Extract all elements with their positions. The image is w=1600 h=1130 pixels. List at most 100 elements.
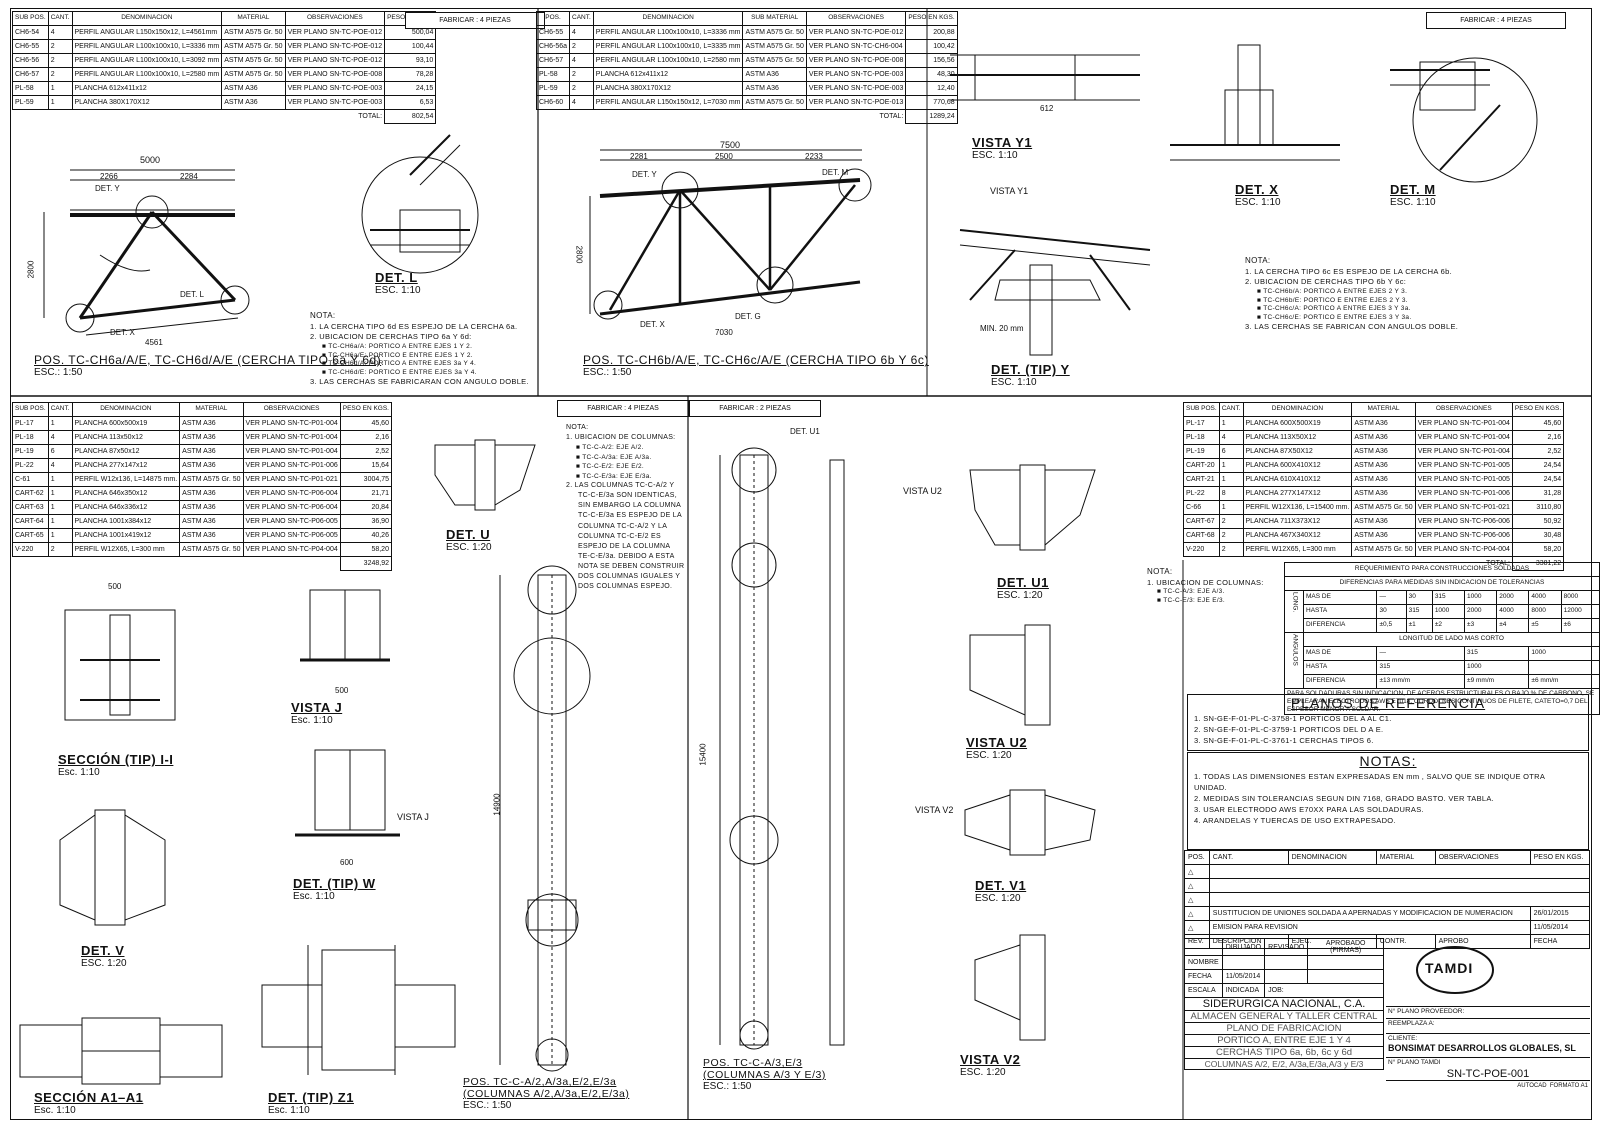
truss-1-det-x-label: DET. X xyxy=(110,328,135,337)
truss-1-title-text: POS. TC-CH6a/A/E, TC-CH6d/A/E (CERCHA TI… xyxy=(34,353,382,367)
plant-name: ALMACEN GENERAL Y TALLER CENTRAL xyxy=(1184,1011,1384,1023)
truss-2-dim-total: 7500 xyxy=(720,140,741,150)
fecha-value: 11/05/2014 xyxy=(1221,969,1266,984)
vista-y1-title: VISTA Y1 ESC. 1:10 xyxy=(972,135,1032,161)
vista-y1-title-text: VISTA Y1 xyxy=(972,135,1033,150)
column-1-subtitle: (COLUMNAS A/2,A/3a,E/2,E/3a) xyxy=(463,1088,630,1100)
det-w-vista-label: VISTA J xyxy=(397,812,429,822)
det-tip-y-drawing xyxy=(959,229,1151,356)
det-z1-title: DET. (TIP) Z1 Esc. 1:10 xyxy=(268,1090,354,1116)
weld-cell: ±4 xyxy=(1496,618,1530,633)
truss-2-dim-a: 2281 xyxy=(630,152,648,161)
seccion-i-title: SECCIÓN (TIP) I-I Esc. 1:10 xyxy=(58,752,173,778)
det-w-title: DET. (TIP) W Esc. 1:10 xyxy=(293,876,376,902)
det-u1-title-text: DET. U1 xyxy=(997,575,1049,590)
notes-2-sub: ■ TC-CH6c/A: PORTICO A ENTRE EJES 3 Y 3a… xyxy=(1257,305,1411,313)
seccion-a1-title-text: SECCIÓN A1–A1 xyxy=(34,1090,144,1105)
notes-3-line: 1. UBICACION DE COLUMNAS: xyxy=(566,434,676,442)
det-z1-drawing xyxy=(261,945,456,1075)
cliente-name: BONSIMAT DESARROLLOS GLOBALES, SL xyxy=(1388,1043,1576,1053)
notes-1-sub: ■ TC-CH6d/A: PORTICO A ENTRE EJES 3a Y 4… xyxy=(322,360,477,368)
rev-0-date: 11/05/2014 xyxy=(1529,920,1591,935)
weld-text: PARA SOLDADURAS SIN INDICACION, DE ACERO… xyxy=(1284,687,1600,716)
plano-tamdi-label: N° PLANO TAMDI xyxy=(1386,1057,1590,1069)
truss-2-det-g-label: DET. G xyxy=(735,312,761,321)
tamdi-logo-text: TAMDI xyxy=(1425,960,1474,976)
notes-3-line: ■ TC-C-A/2: EJE A/2. xyxy=(576,444,644,452)
bom-cell: 1 xyxy=(47,95,73,110)
sign-aprobado: APROBADO (FIRMAS) xyxy=(1307,938,1384,956)
det-u1-scale: ESC. 1:20 xyxy=(997,590,1043,601)
det-z1-title-text: DET. (TIP) Z1 xyxy=(268,1090,354,1105)
weld-cell: 2000 xyxy=(1496,590,1530,605)
weld-ang-cell: ±13 mm/m xyxy=(1376,674,1466,689)
seccion-i-drawing xyxy=(64,609,176,721)
column-1-dim: 14900 xyxy=(492,793,502,816)
det-v1-title: DET. V1 ESC. 1:20 xyxy=(975,878,1026,904)
weld-cell: 30 xyxy=(1376,604,1407,619)
notes-3-line: COLUMNA TC-C-E/2 ES xyxy=(578,532,661,540)
weld-long-label: LONG. xyxy=(1283,590,1305,633)
rev-header-cell: APROBO xyxy=(1434,934,1531,949)
bom-cell: V-220 xyxy=(1183,542,1220,557)
truss-1-drawing xyxy=(43,169,250,336)
weld-ang-cell: 1000 xyxy=(1464,660,1530,675)
formato-label: FORMATO A1 xyxy=(1549,1082,1588,1089)
truss-2-dim-c: 2233 xyxy=(805,152,823,161)
notes-4-item: 1. UBICACION DE COLUMNAS: xyxy=(1147,577,1264,587)
general-notes: NOTAS: 1. TODAS LAS DIMENSIONES ESTAN EX… xyxy=(1187,752,1589,850)
notas-item: 2. MEDIDAS SIN TOLERANCIAS SEGUN DIN 716… xyxy=(1194,793,1495,803)
det-l-title-text: DET. L xyxy=(375,270,418,285)
refs-item: 2. SN-GE-F-01-PL-C-3759-1 PORTICOS DEL D… xyxy=(1194,724,1384,734)
weld-cell: ±2 xyxy=(1431,618,1466,633)
column-2-title: POS. TC-C-A/3,E/3 (COLUMNAS A/3 Y E/3) E… xyxy=(703,1057,826,1092)
det-u1-drawing xyxy=(969,464,1096,551)
det-l-title: DET. L ESC. 1:10 xyxy=(375,270,421,296)
notes-2-sub: ■ TC-CH6b/E: PORTICO E ENTRE EJES 2 Y 3. xyxy=(1257,296,1408,304)
det-u-drawing xyxy=(434,439,536,511)
notes-1: NOTA: 1. LA CERCHA TIPO 6d ES ESPEJO DE … xyxy=(310,310,530,388)
weld-ang-cell: 1000 xyxy=(1528,646,1600,661)
rev-header-cell: CONTR. xyxy=(1375,934,1436,949)
det-x-drawing xyxy=(1170,44,1340,161)
vista-u2-title-text: VISTA U2 xyxy=(966,735,1028,750)
job-label: JOB: xyxy=(1264,983,1384,998)
det-u1-vista-label: VISTA U2 xyxy=(903,486,942,496)
refs-item: 1. SN-GE-F-01-PL-C-3758-1 PORTICOS DEL A… xyxy=(1194,714,1392,723)
weld-ang-cell: — xyxy=(1376,646,1466,661)
bom-cell: ASTM A575 Gr. 50 xyxy=(1351,542,1416,557)
seccion-a1-scale: Esc. 1:10 xyxy=(34,1105,76,1116)
det-u-scale: ESC. 1:20 xyxy=(446,542,492,553)
bom-cell: VER PLANO SN-TC-POE-013 xyxy=(805,95,907,110)
truss-2-title: POS. TC-CH6b/A/E, TC-CH6c/A/E (CERCHA TI… xyxy=(583,353,929,378)
notes-3-line: ■ TC-C-E/2: EJE E/2. xyxy=(576,463,644,471)
truss-1-dim-b: 2284 xyxy=(180,172,198,181)
desc-3: COLUMNAS A/2, E/2, A/3a,E/3a,A/3 y E/3 xyxy=(1184,1059,1384,1070)
notes-2-item: 1. LA CERCHA TIPO 6c ES ESPEJO DE LA CER… xyxy=(1245,266,1452,276)
truss-1-dim-total: 5000 xyxy=(140,155,161,165)
truss-2-title-text: POS. TC-CH6b/A/E, TC-CH6c/A/E (CERCHA TI… xyxy=(583,353,929,367)
weld-sub2: LONGITUD DE LADO MAS CORTO xyxy=(1303,632,1600,647)
fecha-label: FECHA xyxy=(1184,969,1223,984)
truss-1-dim-bottom: 4561 xyxy=(145,338,163,347)
refs-item: 3. SN-GE-F-01-PL-C-3761-1 CERCHAS TIPOS … xyxy=(1194,735,1374,745)
det-w-scale: Esc. 1:10 xyxy=(293,891,335,902)
column-2-subtitle: (COLUMNAS A/3 Y E/3) xyxy=(703,1069,826,1081)
det-u-title: DET. U ESC. 1:20 xyxy=(446,527,492,553)
title-block-header-cell: MATERIAL xyxy=(1375,850,1436,865)
det-tip-y-title: DET. (TIP) Y ESC. 1:10 xyxy=(991,362,1070,388)
fabricar-label-4: FABRICAR : 2 PIEZAS xyxy=(689,400,821,417)
rev-1-date: 26/01/2015 xyxy=(1529,906,1591,921)
vista-j-dim: 500 xyxy=(335,686,349,695)
det-v1-scale: ESC. 1:20 xyxy=(975,893,1021,904)
vista-y1-dim: 612 xyxy=(1040,104,1054,113)
